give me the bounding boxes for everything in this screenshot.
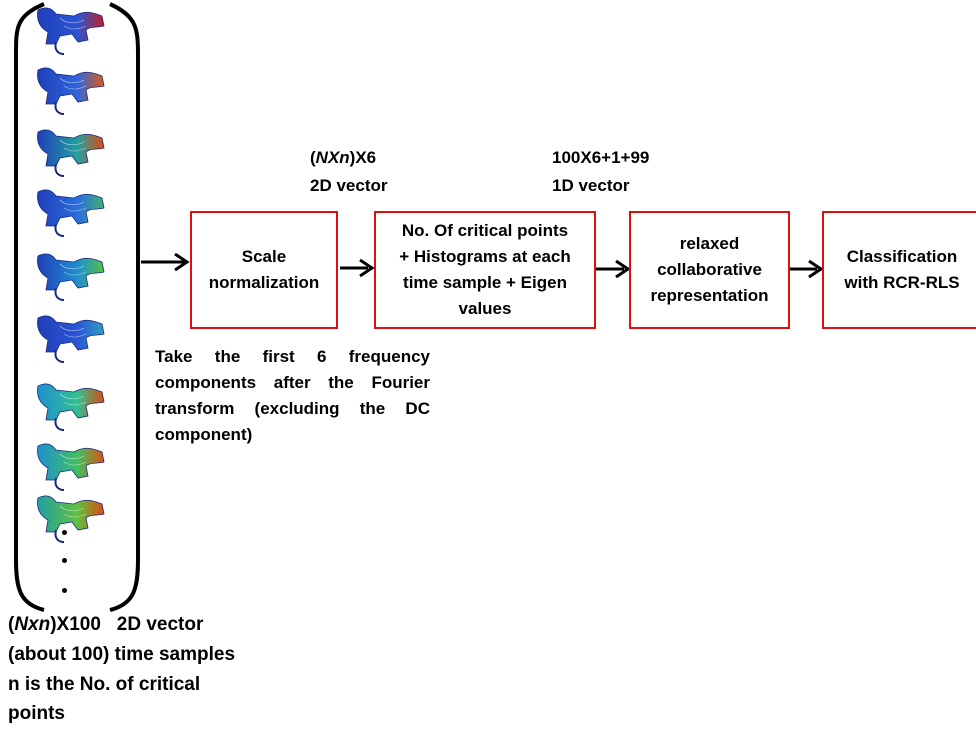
ellipsis-dot-icon bbox=[62, 558, 67, 563]
mesh-thumbnail-icon bbox=[37, 129, 105, 177]
classification-box: Classification with RCR-RLS bbox=[822, 211, 976, 329]
relaxed-collaborative-representation-box: relaxed collaborative representation bbox=[629, 211, 790, 329]
arrow-right-icon bbox=[340, 258, 375, 278]
mid-type-label: 2D vector bbox=[310, 176, 388, 195]
mesh-thumbnail-icon bbox=[37, 67, 105, 115]
critical-points-label: n is the No. of critical bbox=[8, 674, 201, 695]
arrow-right-icon bbox=[596, 259, 631, 279]
mesh-thumbnail-icon bbox=[37, 315, 105, 363]
ellipsis-dot-icon bbox=[62, 588, 67, 593]
step-label: No. Of critical points + Histograms at e… bbox=[399, 221, 571, 318]
mesh-thumbnail-icon bbox=[37, 383, 105, 431]
mesh-thumbnail-icon bbox=[37, 443, 105, 491]
feature-extraction-box: No. Of critical points + Histograms at e… bbox=[374, 211, 596, 329]
critical-points-label-cont: points bbox=[8, 703, 65, 724]
arrow-right-icon bbox=[789, 259, 824, 279]
mesh-thumbnail-icon bbox=[37, 189, 105, 237]
right-type-label: 1D vector bbox=[552, 176, 630, 195]
fourier-note: Take the first 6 frequency components af… bbox=[155, 347, 430, 444]
mid-dimension-label: (NXn)X6 bbox=[310, 148, 377, 167]
left-parenthesis-icon bbox=[14, 2, 45, 612]
mesh-thumbnail-icon bbox=[37, 495, 105, 543]
input-dimension-label: (Nxn)X100 2D vector bbox=[8, 614, 204, 635]
arrow-right-icon bbox=[141, 252, 190, 272]
ellipsis-dot-icon bbox=[62, 530, 67, 535]
right-dimension-label: 100X6+1+99 bbox=[552, 148, 650, 167]
scale-normalization-box: Scale normalization bbox=[190, 211, 338, 329]
time-samples-label: (about 100) time samples bbox=[8, 644, 236, 665]
step-label: Classification with RCR-RLS bbox=[844, 247, 960, 292]
mesh-thumbnail-icon bbox=[37, 7, 105, 55]
step-label: Scale normalization bbox=[208, 247, 320, 292]
step-label: relaxed collaborative representation bbox=[650, 234, 769, 305]
right-parenthesis-icon bbox=[109, 2, 140, 612]
mesh-thumbnail-icon bbox=[37, 253, 105, 301]
